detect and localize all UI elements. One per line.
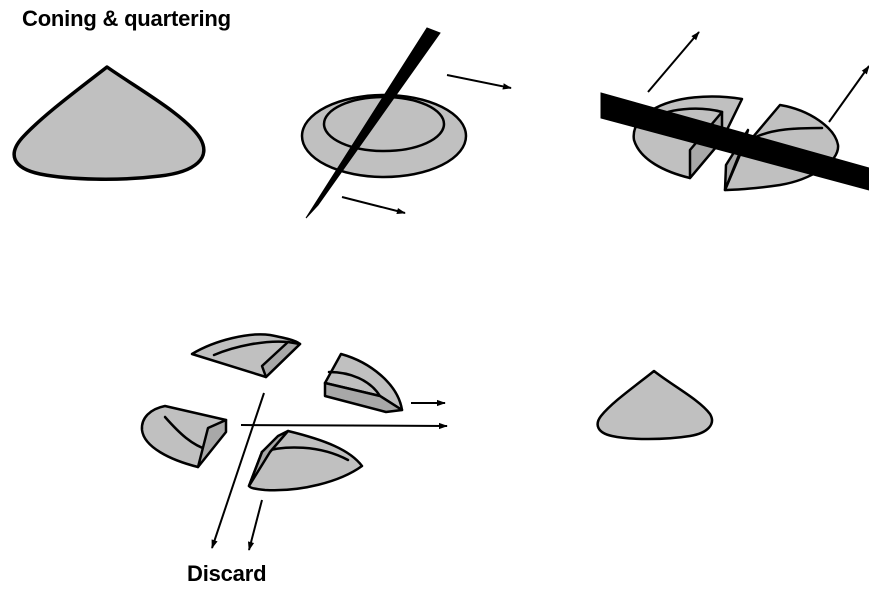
separated-quarter-left [140, 404, 228, 469]
diagram-title: Coning & quartering [22, 6, 231, 31]
discard-arrow-2 [247, 499, 263, 551]
separated-quarter-bottom [247, 429, 364, 492]
discard-arrow-1 [211, 392, 265, 549]
discard-label: Discard [187, 561, 267, 586]
cake-arrow-up [446, 74, 512, 90]
separated-quarter-right [323, 352, 404, 414]
keep-arrow-long [240, 422, 448, 430]
separated-quarter-top [190, 333, 302, 379]
quarter-arrow-up-1 [647, 31, 700, 93]
cutting-blade-1 [305, 27, 441, 219]
reduced-cone [596, 369, 714, 441]
cutting-blade-2 [600, 92, 869, 191]
cake-arrow-down [341, 196, 406, 215]
quarter-arrow-up-2 [828, 65, 869, 123]
initial-cone [12, 65, 206, 181]
